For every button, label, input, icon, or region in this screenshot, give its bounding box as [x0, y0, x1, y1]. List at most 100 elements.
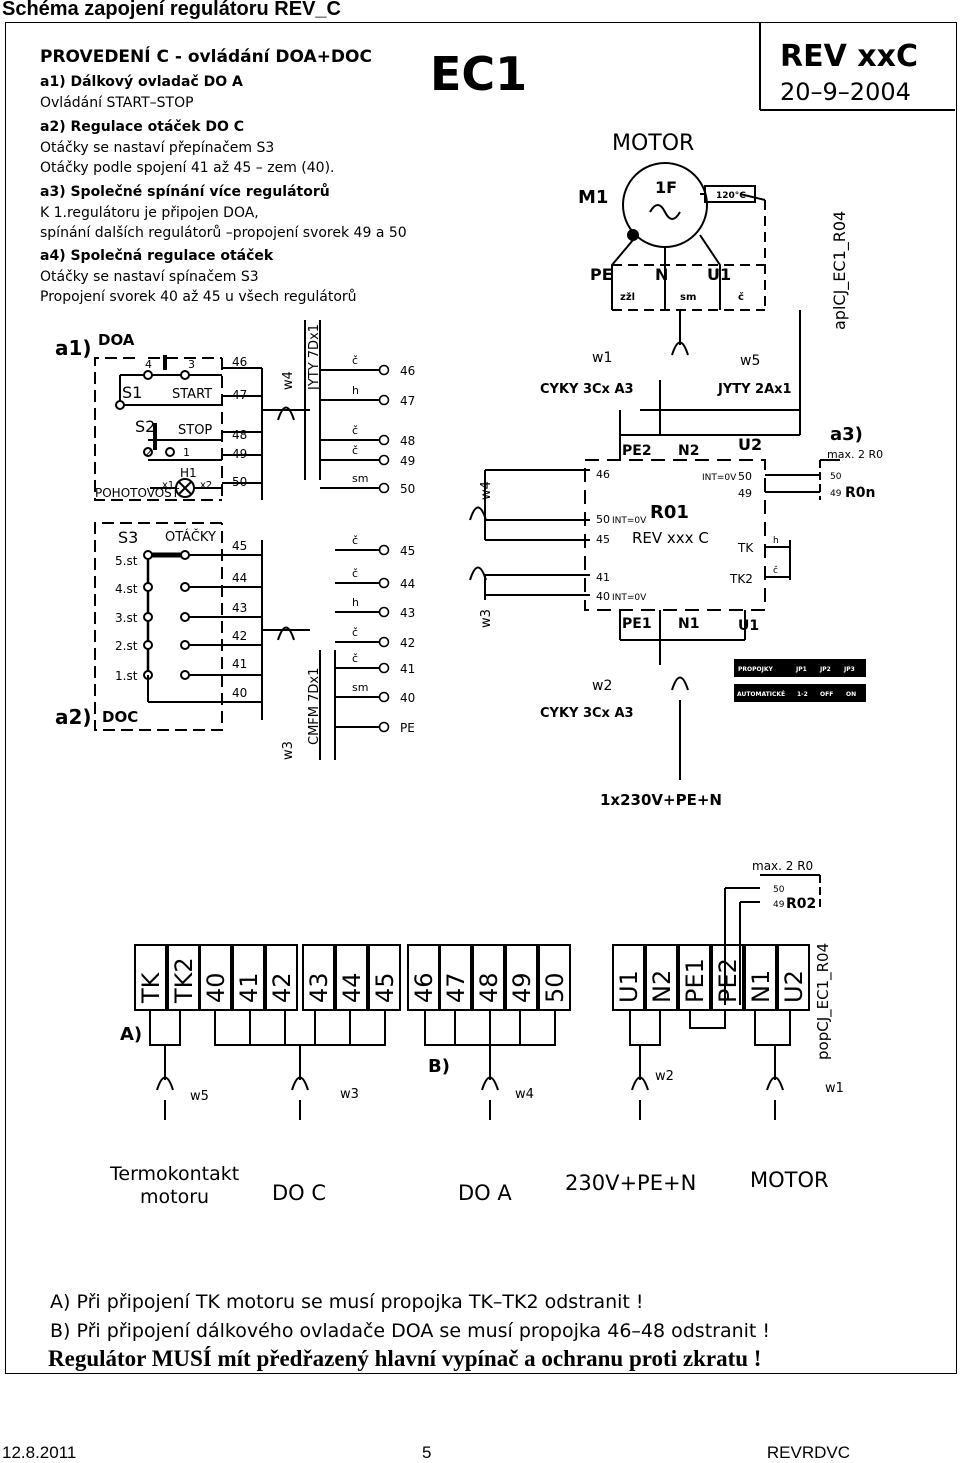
doc-term-41: 41: [232, 657, 247, 671]
terminal-circle: [378, 434, 390, 446]
page-title: Schéma zapojení regulátoru REV_C: [2, 0, 341, 20]
rev-label: REV xxC: [780, 39, 918, 74]
note-a3: a3) Společné spínání více regulátorů: [40, 183, 330, 200]
wire-color-label: h: [352, 596, 359, 609]
tb-terminal-label: 42: [268, 972, 296, 1003]
drawing-number-bottom: popCJ_EC1_R04: [814, 943, 833, 1060]
reg-wire-h: h: [773, 536, 779, 546]
tb-terminal-label: N2: [648, 970, 676, 1003]
motor-n: N: [655, 265, 668, 284]
mid-term-label: 47: [400, 394, 415, 408]
note-title: PROVEDENÍ C - ovládání DOA+DOC: [40, 45, 372, 67]
jumper-r1c1: PROPOJKY: [738, 666, 773, 673]
mid-term-label: 49: [400, 454, 415, 468]
tb-terminal-label: U1: [615, 970, 643, 1003]
reg-type: REV xxx C: [632, 529, 709, 547]
group-motor: MOTOR: [750, 1168, 829, 1192]
reg-n1: N1: [678, 616, 699, 632]
cable-w3-type: CMFM 7Dx1: [307, 668, 322, 745]
step-1: 1.st: [115, 669, 138, 683]
tb-terminal-label: N1: [747, 970, 775, 1003]
tb-terminal-label: TK: [137, 971, 165, 1004]
cable-w1: w1: [592, 350, 612, 366]
tb-terminal-label: 49: [508, 972, 536, 1003]
footer-date: 12.8.2011: [2, 1443, 77, 1462]
cable-w4-left: w4: [281, 371, 296, 390]
mid-term-label: 41: [400, 662, 415, 676]
note-a2: a2) Regulace otáček DO C: [40, 119, 244, 135]
doc-title: DOC: [102, 708, 138, 726]
tb-terminal-label: 48: [475, 972, 503, 1003]
cable-w3-right: w3: [479, 609, 494, 628]
tb-terminal: [744, 944, 777, 1011]
wire-color-label: č: [352, 424, 358, 437]
step-4: 4.st: [115, 582, 138, 596]
doa-term-46: 46: [232, 355, 247, 369]
wire-color-label: sm: [352, 681, 368, 694]
tb-terminal: [265, 944, 298, 1011]
cable-w4-type: JYTY 7Dx1: [307, 324, 322, 391]
reg-pe1: PE1: [622, 616, 652, 632]
cable-w2-type: CYKY 3Cx A3: [540, 706, 634, 721]
reg-a3: a3): [830, 424, 863, 445]
tb-terminal: [505, 944, 538, 1011]
tb-terminal: [645, 944, 678, 1011]
reg-pe2: PE2: [622, 443, 652, 459]
wire-c: č: [738, 291, 744, 303]
reg-left-40: 40: [596, 590, 610, 603]
motor-thermo: 120°C: [716, 191, 746, 201]
tb-terminal-label: TK2: [170, 957, 198, 1004]
tb-terminal-label: 40: [202, 972, 230, 1003]
terminal-circle: [378, 662, 390, 674]
doc-term-43: 43: [232, 601, 247, 615]
group-termo-2: motoru: [140, 1186, 209, 1208]
doa-a1: a1): [55, 336, 92, 360]
wire-sm: sm: [680, 292, 696, 303]
tb-50: 50: [773, 885, 785, 895]
terminal-circle: [378, 394, 390, 406]
jumper-r1c2: JP1: [795, 666, 807, 673]
note-a4-desc1: Otáčky se nastaví spínačem S3: [40, 269, 259, 285]
note-a2-desc2: Otáčky podle spojení 41 až 45 – zem (40)…: [40, 160, 334, 176]
h1-label: H1: [180, 466, 197, 480]
jumper-r2c1: AUTOMATICKÉ: [737, 690, 785, 698]
tb-terminal-label: PE2: [714, 958, 742, 1003]
tb-terminal-label: 44: [338, 972, 366, 1003]
doc-term-45: 45: [232, 539, 247, 553]
motor-title: MOTOR: [612, 131, 694, 156]
reg-r0n: R0n: [845, 485, 876, 501]
wire-color-label: sm: [352, 472, 368, 485]
mid-term-label: 44: [400, 577, 415, 591]
tb-terminal-label: 43: [305, 972, 333, 1003]
wire-color-label: č: [352, 652, 358, 665]
step-2: 2.st: [115, 639, 138, 653]
terminal-circle: [378, 482, 390, 494]
wire-color-label: č: [352, 444, 358, 457]
doa-term-50: 50: [232, 475, 247, 489]
doa-term-49: 49: [232, 447, 247, 461]
footer-page: 5: [422, 1443, 432, 1462]
reg-left-41: 41: [596, 571, 610, 584]
cable-w4-right: w4: [479, 481, 494, 500]
group-doa: DO A: [458, 1181, 512, 1205]
start-label: START: [172, 387, 212, 402]
reg-int0-b: INT=0V: [612, 593, 647, 603]
doc-term-42: 42: [232, 629, 247, 643]
doc-term-44: 44: [232, 571, 247, 585]
group-supply: 230V+PE+N: [565, 1171, 696, 1195]
cable-w2: w2: [592, 678, 612, 694]
terminal-circle: [378, 577, 390, 589]
tb-terminal: [777, 944, 810, 1011]
mid-term-label: 40: [400, 691, 415, 705]
motor-phase: 1F: [655, 178, 677, 197]
terminal-circle: [378, 364, 390, 376]
jumper-r2c2: 1-2: [797, 691, 808, 698]
s3-label: S3: [118, 528, 138, 547]
reg-u2: U2: [738, 435, 762, 454]
wire-color-label: h: [352, 384, 359, 397]
jumper-r1c4: JP3: [843, 666, 855, 673]
doc-a2: a2): [55, 705, 92, 729]
ready-label: POHOTOVOST: [95, 486, 180, 500]
drawing-number-top: aplCJ_EC1_R04: [830, 211, 850, 330]
tb-terminal-label: 50: [541, 972, 569, 1003]
